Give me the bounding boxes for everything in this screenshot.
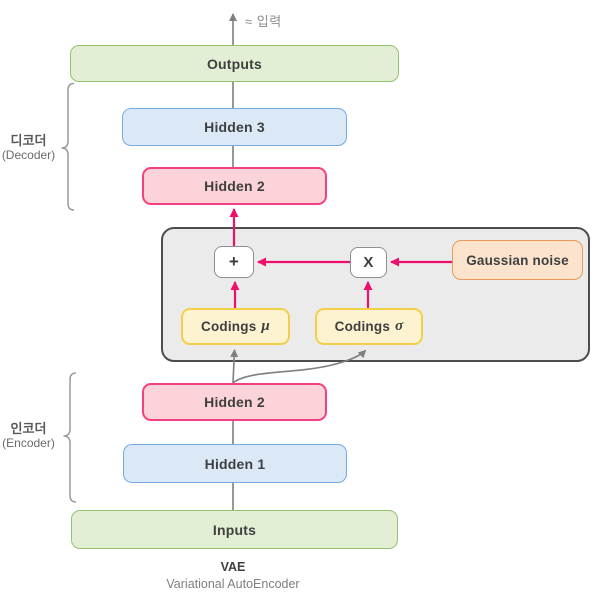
codings-mu-label: Codings	[201, 319, 257, 334]
hidden3-box: Hidden 3	[122, 108, 347, 146]
sigma-symbol: σ	[395, 318, 404, 334]
codings-sigma-label: Codings	[334, 319, 391, 334]
hidden1-label: Hidden 1	[204, 455, 266, 472]
gaussian-noise-label: Gaussian noise	[466, 252, 569, 268]
multiply-operator-box: X	[350, 247, 387, 278]
figure-caption: VAE Variational AutoEncoder	[0, 560, 466, 591]
hidden1-box: Hidden 1	[123, 444, 347, 483]
codings-sigma-box: Codings σ	[315, 308, 423, 345]
multiply-operator-label: X	[363, 254, 374, 271]
hidden2-encoder-label: Hidden 2	[204, 394, 265, 410]
encoder-label-korean: 인코더	[10, 421, 47, 436]
hidden2-decoder-label: Hidden 2	[204, 178, 265, 194]
decoder-label-korean: 디코더	[10, 133, 47, 148]
outputs-label: Outputs	[206, 55, 263, 72]
encoder-group-label: 인코더 (Encoder)	[0, 421, 57, 451]
decoder-group-label: 디코더 (Decoder)	[0, 133, 57, 163]
approx-input-label: ≈ 입력	[245, 14, 282, 29]
decoder-brace	[61, 82, 75, 211]
gaussian-noise-box: Gaussian noise	[452, 240, 583, 280]
plus-operator-label: +	[228, 252, 240, 271]
outputs-box: Outputs	[70, 45, 399, 82]
hidden2-decoder-box: Hidden 2	[142, 167, 327, 205]
caption-title: VAE	[220, 560, 246, 574]
arrow-hidden2enc-to-codings-sigma	[232, 349, 367, 384]
mu-symbol: μ	[261, 318, 270, 334]
caption-subtitle: Variational AutoEncoder	[166, 577, 300, 591]
hidden2-encoder-box: Hidden 2	[142, 383, 327, 421]
inputs-label: Inputs	[212, 521, 257, 538]
encoder-label-english: (Encoder)	[2, 435, 55, 450]
hidden3-label: Hidden 3	[204, 119, 265, 135]
plus-operator-box: +	[214, 246, 254, 278]
encoder-brace	[63, 372, 77, 503]
arrow-hidden2enc-to-codings-mu	[230, 349, 239, 384]
decoder-label-english: (Decoder)	[1, 147, 56, 162]
codings-mu-box: Codings μ	[181, 308, 290, 345]
inputs-box: Inputs	[71, 510, 398, 549]
